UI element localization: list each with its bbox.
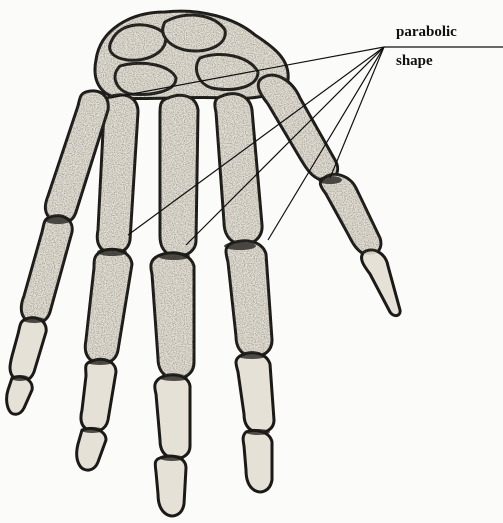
ring-distal-phalanx [77,428,106,470]
annotation-line-1: parabolic [396,24,457,40]
middle-distal-phalanx [155,456,186,516]
index-distal-phalanx [243,430,272,491]
little-distal-phalanx [7,377,33,415]
annotation-line-2: shape [396,53,433,69]
bone-texture [21,11,381,378]
ring-middle-phalanx [81,359,116,431]
little-middle-phalanx [10,318,46,382]
thumb-distal-phalanx [362,250,401,316]
middle-middle-phalanx [155,375,190,459]
index-middle-phalanx [236,353,274,433]
